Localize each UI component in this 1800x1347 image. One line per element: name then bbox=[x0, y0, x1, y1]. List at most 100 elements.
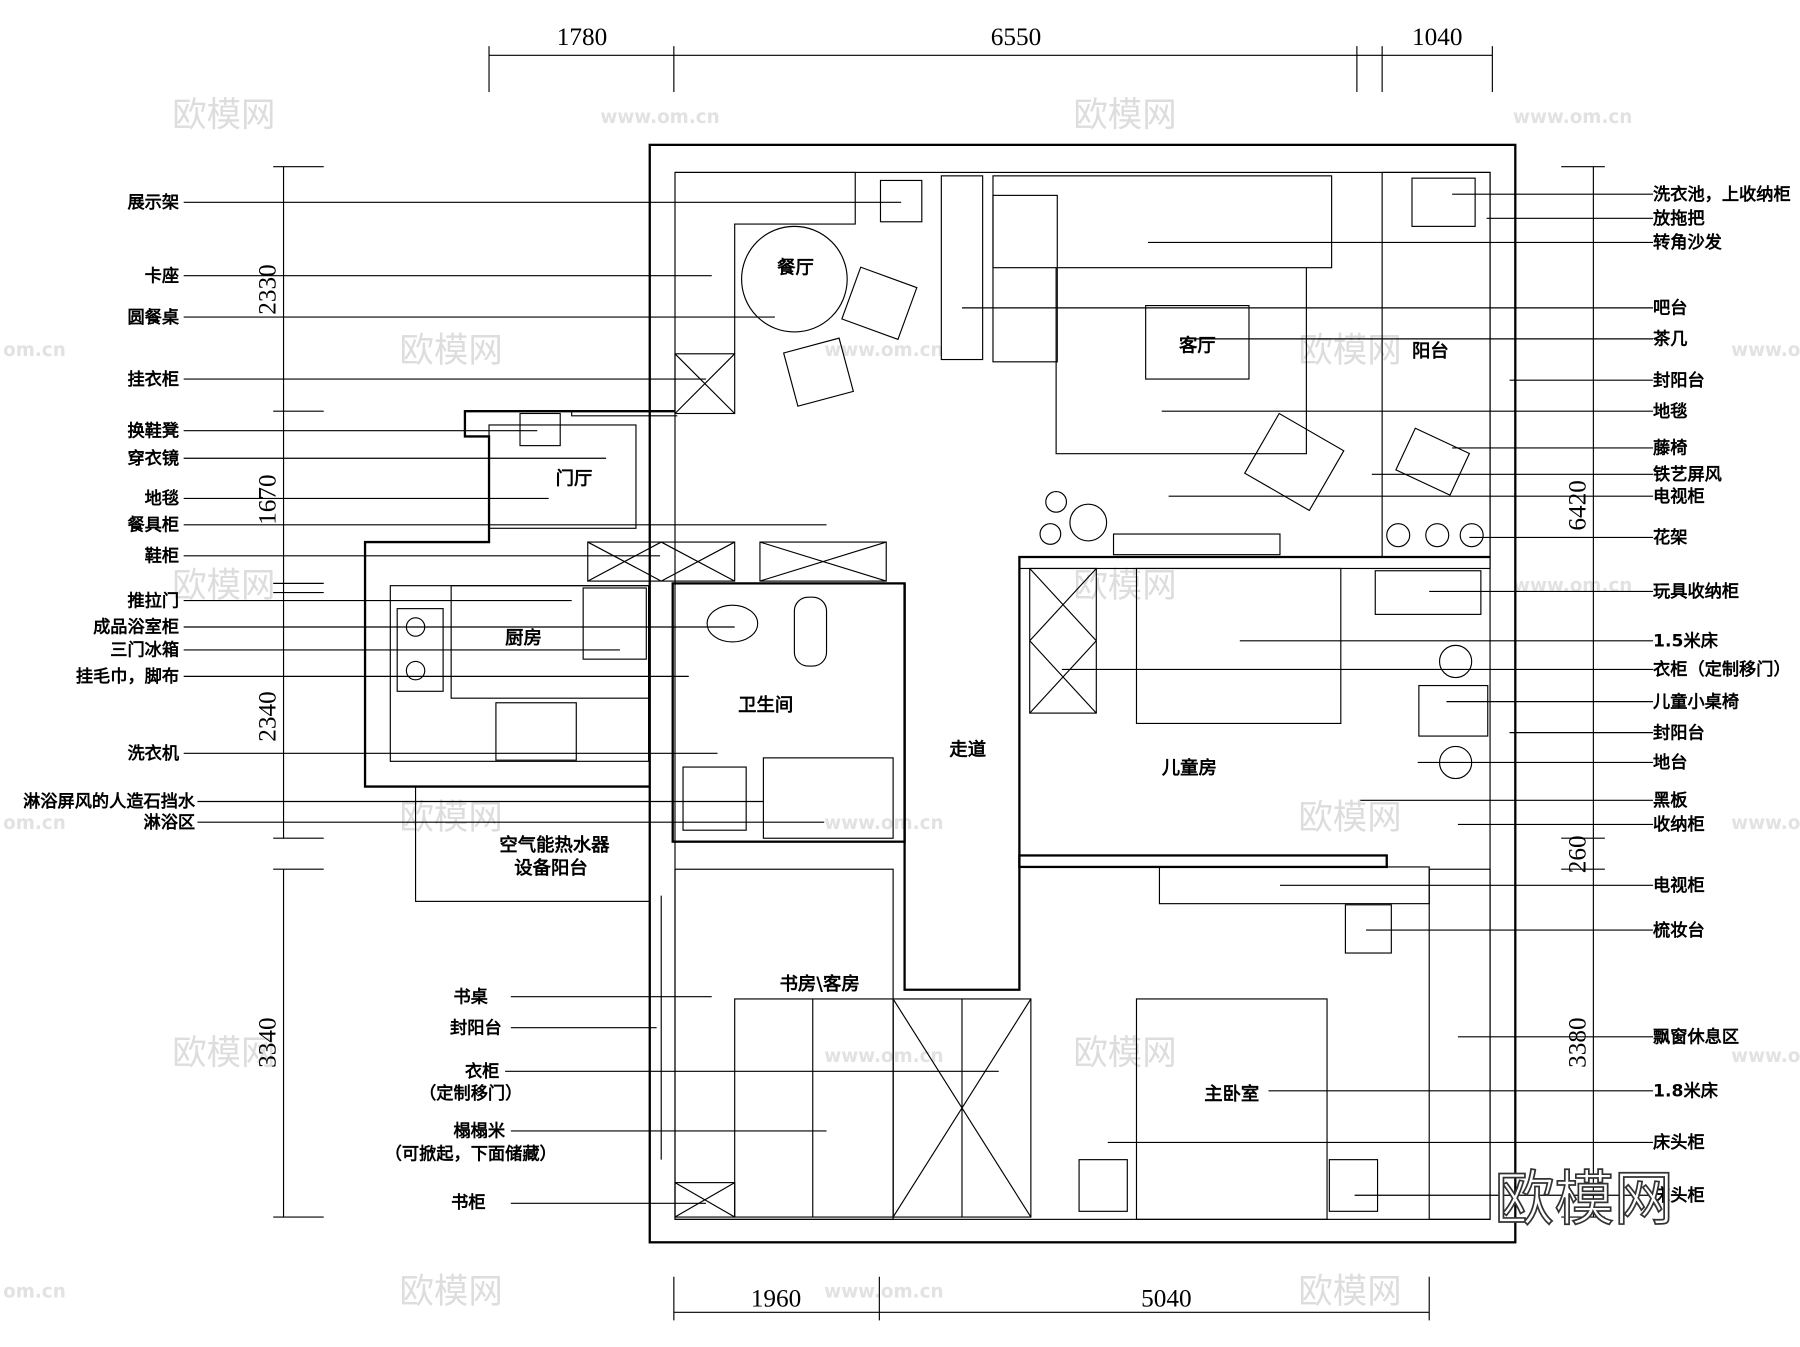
watermark-text: 欧模网 bbox=[172, 95, 275, 135]
bar-counter bbox=[940, 175, 984, 361]
right-label: 地毯 bbox=[1653, 401, 1687, 422]
right-label: 玩具收纳柜 bbox=[1653, 581, 1739, 602]
dimension-left: 2330 1670 2340 3340 bbox=[254, 166, 324, 1218]
left-label: 鞋柜 bbox=[145, 546, 179, 567]
sink bbox=[495, 702, 577, 761]
shoe-bench bbox=[519, 412, 561, 447]
label-bookcase: 书柜 bbox=[451, 1192, 485, 1213]
kids-desk bbox=[1418, 684, 1489, 737]
tv-cabinet-living bbox=[1112, 533, 1281, 556]
label-desk: 书桌 bbox=[453, 987, 488, 1007]
dim-3340: 3340 bbox=[254, 1017, 282, 1067]
left-annotations: 展示架卡座圆餐桌挂衣柜换鞋凳穿衣镜地毯餐具柜鞋柜推拉门成品浴室柜三门冰箱挂毛巾，… bbox=[23, 192, 902, 833]
label-study-balcony: 封阳台 bbox=[450, 1017, 502, 1038]
left-label: 穿衣镜 bbox=[127, 448, 179, 469]
left-label: 卡座 bbox=[145, 265, 179, 286]
rattan-chair bbox=[1395, 427, 1471, 496]
right-label: 儿童小桌椅 bbox=[1652, 691, 1739, 712]
coat-cabinet bbox=[674, 353, 736, 415]
right-label: 吧台 bbox=[1653, 298, 1687, 319]
bookcase bbox=[674, 1182, 736, 1218]
washing-machine bbox=[682, 766, 747, 831]
watermark-url: www.om.cn bbox=[824, 1046, 943, 1067]
dim-6420: 6420 bbox=[1563, 480, 1591, 530]
left-label: 挂毛巾，脚布 bbox=[76, 666, 179, 687]
washbasin bbox=[706, 604, 759, 643]
room-labels: 餐厅 客厅 阳台 门厅 厨房 卫生间 走道 儿童房 空气能热水器 设备阳台 书房… bbox=[499, 256, 1448, 1105]
right-label: 放拖把 bbox=[1652, 208, 1705, 229]
corner-sofa bbox=[992, 175, 1333, 269]
right-label: 收纳柜 bbox=[1653, 814, 1705, 835]
room-master: 主卧室 bbox=[1204, 1083, 1259, 1105]
room-foyer: 门厅 bbox=[556, 468, 593, 490]
right-label: 花架 bbox=[1653, 527, 1688, 548]
room-equipment-2: 设备阳台 bbox=[514, 857, 587, 879]
right-label: 飘窗休息区 bbox=[1653, 1027, 1739, 1048]
watermark-url: www.om.cn bbox=[1731, 1046, 1800, 1067]
room-kitchen: 厨房 bbox=[505, 627, 542, 649]
dim-1960: 1960 bbox=[751, 1285, 801, 1313]
watermark-url: www.om.cn bbox=[600, 107, 719, 128]
room-study: 书房\客房 bbox=[780, 973, 860, 995]
room-dining: 餐厅 bbox=[776, 256, 814, 278]
label-study-wardrobe-note: （定制移门） bbox=[419, 1083, 522, 1104]
left-label: 餐具柜 bbox=[126, 515, 179, 536]
watermark-url: www.om.cn bbox=[824, 1281, 943, 1302]
watermark-logo: 欧模网 bbox=[1495, 1165, 1674, 1234]
left-label: 淋浴屏风的人造石挡水 bbox=[23, 791, 196, 812]
right-label: 1.5米床 bbox=[1653, 631, 1719, 652]
left-label: 洗衣机 bbox=[127, 743, 179, 764]
master-bed bbox=[1135, 998, 1328, 1220]
right-label: 洗衣池，上收纳柜 bbox=[1653, 184, 1791, 205]
left-label: 推拉门 bbox=[127, 590, 179, 611]
dining-chair bbox=[841, 266, 918, 341]
laundry-sink bbox=[1411, 177, 1476, 227]
watermark-text: 欧模网 bbox=[400, 331, 503, 371]
watermark-url: www.om.cn bbox=[1513, 575, 1632, 596]
left-label: 圆餐桌 bbox=[127, 307, 179, 328]
toilet bbox=[793, 596, 828, 667]
right-annotations: 洗衣池，上收纳柜放拖把转角沙发吧台茶几封阳台地毯藤椅铁艺屏风电视柜花架玩具收纳柜… bbox=[961, 184, 1791, 1206]
watermark-layer: 欧模网欧模网欧模网欧模网欧模网欧模网欧模网欧模网欧模网欧模网欧模网欧模网www.… bbox=[3, 95, 1800, 1312]
right-label: 封阳台 bbox=[1653, 370, 1705, 391]
watermark-text: 欧模网 bbox=[1298, 798, 1401, 838]
right-label: 黑板 bbox=[1653, 790, 1688, 811]
shower-area bbox=[762, 757, 894, 839]
room-kids: 儿童房 bbox=[1161, 757, 1217, 779]
armchair bbox=[1243, 412, 1345, 512]
left-label: 三门冰箱 bbox=[110, 640, 179, 661]
label-study-wardrobe: 衣柜 bbox=[465, 1061, 499, 1082]
left-label: 淋浴区 bbox=[144, 812, 196, 833]
fridge bbox=[582, 587, 647, 660]
dimension-top: 1780 6550 1040 bbox=[488, 23, 1493, 93]
dim-5040: 5040 bbox=[1141, 1285, 1192, 1313]
flower-stand bbox=[1386, 523, 1484, 548]
watermark-url-short: om.cn bbox=[3, 1281, 66, 1302]
right-label: 电视柜 bbox=[1653, 486, 1705, 507]
kids-bed bbox=[1135, 567, 1342, 725]
dim-1670: 1670 bbox=[254, 474, 282, 524]
room-bathroom: 卫生间 bbox=[738, 694, 793, 716]
right-label: 封阳台 bbox=[1653, 722, 1705, 743]
foyer-cabinet bbox=[488, 424, 637, 529]
dimension-right: 6420 260 3380 bbox=[1561, 166, 1605, 1218]
plants bbox=[1039, 490, 1108, 545]
nightstand-right bbox=[1328, 1159, 1379, 1212]
watermark-url: www.om.cn bbox=[1513, 107, 1632, 128]
watermark-text: 欧模网 bbox=[1298, 1272, 1401, 1312]
room-equipment-1: 空气能热水器 bbox=[499, 834, 610, 856]
dim-2340: 2340 bbox=[254, 691, 282, 742]
left-label: 挂衣柜 bbox=[127, 369, 179, 390]
dim-6550: 6550 bbox=[991, 23, 1042, 51]
left-label: 展示架 bbox=[127, 192, 179, 213]
label-tatami: 榻榻米 bbox=[453, 1121, 505, 1142]
right-label: 床头柜 bbox=[1653, 1185, 1705, 1206]
watermark-url-short: om.cn bbox=[3, 813, 66, 834]
watermark-text: 欧模网 bbox=[172, 1033, 275, 1073]
right-label: 衣柜（定制移门） bbox=[1653, 659, 1791, 680]
left-label: 地毯 bbox=[145, 488, 179, 509]
display-shelf bbox=[879, 179, 923, 223]
round-dining-table bbox=[741, 225, 848, 333]
watermark-text: 欧模网 bbox=[1073, 566, 1176, 606]
